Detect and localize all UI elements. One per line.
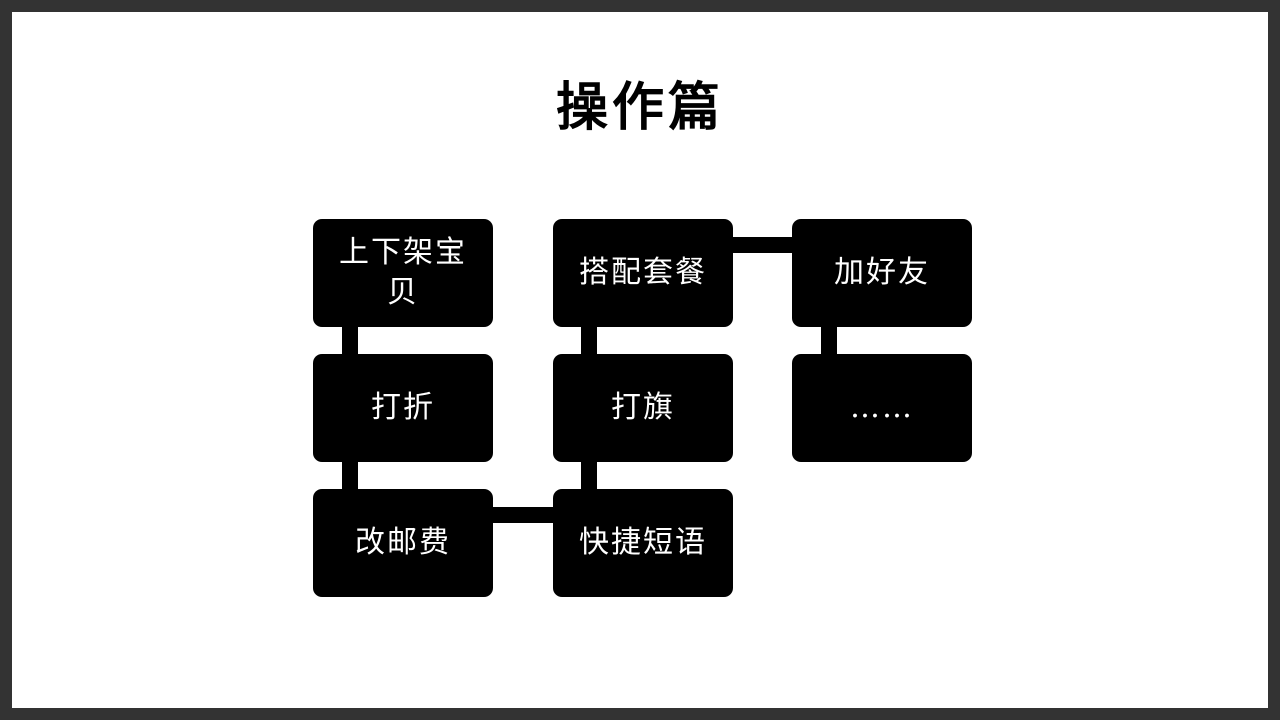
box-add-friend: 加好友 [792, 219, 972, 327]
connector-discount-postage [342, 455, 358, 495]
connector-addfriend-more [821, 320, 837, 360]
box-quick-phrase-label: 快捷短语 [579, 525, 707, 560]
box-more: …… [792, 354, 972, 462]
box-add-friend-label: 加好友 [834, 255, 930, 290]
box-flag: 打旗 [553, 354, 733, 462]
box-discount-label: 打折 [371, 390, 435, 425]
box-shelf-label: 上下架宝贝 [339, 235, 467, 310]
box-quick-phrase: 快捷短语 [553, 489, 733, 597]
box-postage: 改邮费 [313, 489, 493, 597]
connector-postage-quickphrase [488, 507, 558, 523]
connector-shelf-discount [342, 320, 358, 360]
box-shelf: 上下架宝贝 [313, 219, 493, 327]
box-bundle-label: 搭配套餐 [579, 255, 707, 290]
slide-title: 操作篇 [555, 77, 724, 138]
box-bundle: 搭配套餐 [553, 219, 733, 327]
connector-flag-bundle [581, 320, 597, 360]
box-discount: 打折 [313, 354, 493, 462]
box-flag-label: 打旗 [611, 390, 675, 425]
connector-bundle-addfriend [728, 237, 798, 253]
box-more-label: …… [850, 390, 914, 425]
box-postage-label: 改邮费 [355, 525, 451, 560]
connector-quickphrase-flag [581, 455, 597, 495]
